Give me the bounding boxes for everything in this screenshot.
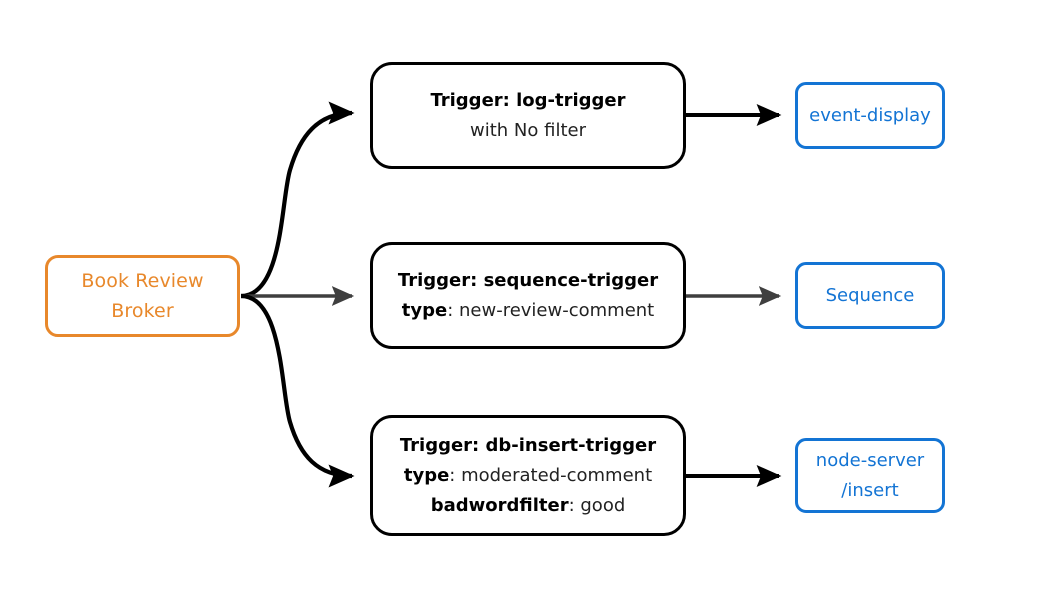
trigger-sequence-type-key: type (401, 299, 448, 321)
trigger-db-title-text: Trigger: db-insert-trigger (399, 434, 657, 456)
node-trigger-sequence-trigger[interactable]: Trigger: sequence-trigger type: new-revi… (370, 242, 686, 349)
trigger-db-type: type: moderated-comment (404, 461, 652, 491)
node-trigger-log-trigger[interactable]: Trigger: log-trigger with No filter (370, 62, 686, 169)
trigger-sequence-type-value: : new-review-comment (447, 299, 655, 321)
trigger-db-badwordfilter-key: badwordfilter (430, 494, 569, 516)
trigger-log-detail: with No filter (470, 116, 586, 146)
node-service-node-server-insert[interactable]: node-server /insert (795, 438, 945, 513)
trigger-log-title: Trigger: log-trigger (430, 86, 625, 116)
node-book-review-broker[interactable]: Book Review Broker (45, 255, 240, 337)
service-node-server-label-line2: /insert (841, 479, 899, 501)
service-node-server-label-line1: node-server (815, 449, 925, 471)
service-sequence-label: Sequence (825, 284, 915, 306)
trigger-db-badwordfilter-value: : good (568, 494, 626, 516)
trigger-sequence-title-text: Trigger: sequence-trigger (397, 269, 659, 291)
edge-broker-to-log-trigger (240, 101, 355, 299)
node-trigger-db-insert-trigger[interactable]: Trigger: db-insert-trigger type: moderat… (370, 415, 686, 536)
trigger-log-title-text: Trigger: log-trigger (430, 89, 626, 111)
trigger-log-detail-value: with No filter (470, 119, 586, 141)
trigger-db-type-key: type (403, 464, 450, 486)
broker-label-line1: Book Review (81, 270, 204, 292)
edge-broker-to-db-insert-trigger (240, 293, 355, 488)
service-event-display-label: event-display (809, 104, 931, 126)
trigger-sequence-type: type: new-review-comment (402, 296, 654, 326)
node-service-sequence[interactable]: Sequence (795, 262, 945, 329)
broker-label-line2: Broker (111, 300, 174, 322)
trigger-sequence-title: Trigger: sequence-trigger (398, 266, 658, 296)
trigger-db-title: Trigger: db-insert-trigger (400, 431, 656, 461)
trigger-db-badwordfilter: badwordfilter: good (431, 491, 626, 521)
node-service-event-display[interactable]: event-display (795, 82, 945, 149)
trigger-db-type-value: : moderated-comment (449, 464, 653, 486)
